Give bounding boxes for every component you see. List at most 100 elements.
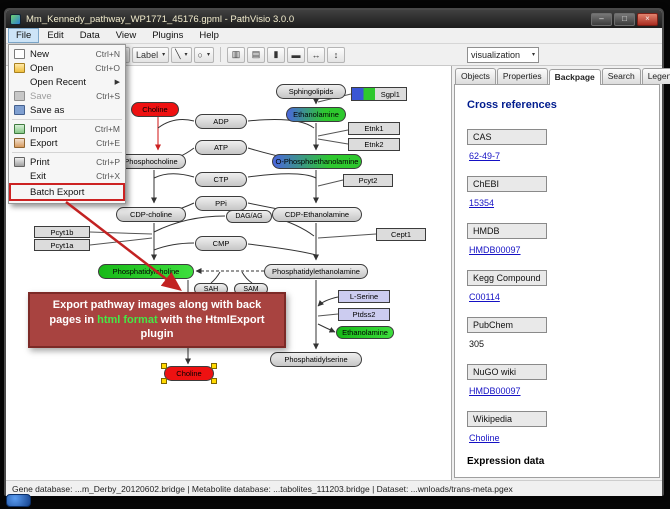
annotation-text: Export pathway images along with back pa… — [49, 298, 265, 341]
pathway-node-dag-ag[interactable]: DAG/AG — [226, 210, 272, 223]
expression-data-title: Expression data — [467, 456, 545, 467]
menu-plugins[interactable]: Plugins — [152, 30, 184, 41]
toolbar-align: ▥▤▮▬↔↕ — [226, 46, 345, 63]
no-icon — [14, 77, 25, 87]
line-tool-button[interactable]: ╲▾ — [171, 46, 192, 63]
selection-handle[interactable] — [211, 363, 217, 369]
pathway-node-phosphocholine[interactable]: Phosphocholine — [116, 154, 186, 169]
selection-handle[interactable] — [211, 378, 217, 384]
selection-handle[interactable] — [161, 378, 167, 384]
close-button[interactable]: × — [637, 12, 658, 26]
pathway-node-phosphatidylserine[interactable]: Phosphatidylserine — [270, 352, 362, 367]
pathway-node-o-phosphoethanolamine[interactable]: O-Phosphoethanolamine — [272, 154, 362, 169]
annotation-highlight: html format — [97, 313, 158, 326]
align-left-button[interactable]: ▮ — [266, 46, 285, 63]
pathway-node-cept1[interactable]: Cept1 — [376, 228, 426, 241]
pathway-node-ethanolamine[interactable]: Ethanolamine — [336, 326, 394, 339]
open-folder-icon — [14, 63, 25, 73]
pathway-node-cmp[interactable]: CMP — [195, 236, 247, 251]
app-icon — [10, 13, 21, 25]
label-tool-button[interactable]: Label▾ — [132, 46, 170, 63]
menu-data[interactable]: Data — [79, 30, 100, 41]
visualization-select[interactable]: visualization ▾ — [467, 46, 539, 63]
xref-source-kegg-compound: Kegg Compound — [467, 270, 547, 286]
pathway-node-ptdss2[interactable]: Ptdss2 — [338, 308, 390, 321]
pathway-node-cdp-choline[interactable]: CDP-choline — [116, 207, 186, 222]
xref-id-link-hmdb00097[interactable]: HMDB00097 — [469, 245, 521, 255]
align-center-x-button[interactable]: ▥ — [226, 46, 245, 63]
pathway-node-cdp-ethanolamine[interactable]: CDP-Ethanolamine — [272, 207, 362, 222]
pathway-node-ethanolamine[interactable]: Ethanolamine — [286, 107, 346, 122]
xref-source-wikipedia: Wikipedia — [467, 411, 547, 427]
menu-help[interactable]: Help — [199, 30, 219, 41]
tab-legend[interactable]: Legend — [641, 68, 670, 84]
xref-id-link-15354[interactable]: 15354 — [469, 198, 495, 208]
xref-id-link-c00114[interactable]: C00114 — [469, 292, 500, 302]
align-center-y-button[interactable]: ▤ — [246, 46, 265, 63]
submenu-arrow-icon: ▶ — [114, 79, 120, 86]
menu-separator — [12, 152, 122, 153]
new-document-icon — [14, 49, 25, 59]
menu-view[interactable]: View — [115, 30, 137, 41]
file-menu-item-open-recent[interactable]: Open Recent▶ — [9, 75, 125, 89]
maximize-button[interactable]: □ — [614, 12, 635, 26]
save-icon — [14, 91, 25, 101]
pathway-node-choline[interactable]: Choline — [164, 366, 214, 381]
expression-color-strip — [352, 88, 375, 100]
save-as-icon — [14, 105, 25, 115]
pathway-node-phosphatidylethanolamine[interactable]: Phosphatidylethanolamine — [264, 264, 368, 279]
pathway-node-ppi[interactable]: PPi — [195, 196, 247, 211]
common-height-button[interactable]: ↕ — [326, 46, 345, 63]
visualization-value: visualization — [471, 49, 521, 60]
xref-id-305: 305 — [469, 339, 485, 349]
menu-separator — [12, 119, 122, 120]
cross-references-title: Cross references — [467, 99, 557, 111]
pathway-node-sgpl1[interactable]: Sgpl1 — [351, 87, 407, 101]
shape-tool-button[interactable]: ○▾ — [193, 46, 214, 63]
xref-id-link-hmdb00097[interactable]: HMDB00097 — [469, 386, 521, 396]
taskbar-fragment[interactable] — [6, 494, 31, 507]
pathway-node-choline[interactable]: Choline — [131, 102, 179, 117]
common-width-button[interactable]: ↔ — [306, 46, 325, 63]
window-title: Mm_Kennedy_pathway_WP1771_45176.gpml - P… — [26, 13, 295, 25]
titlebar[interactable]: Mm_Kennedy_pathway_WP1771_45176.gpml - P… — [6, 10, 662, 28]
file-menu-item-save-as[interactable]: Save as — [9, 103, 125, 117]
tab-backpage[interactable]: Backpage — [548, 69, 601, 85]
pathway-node-atp[interactable]: ATP — [195, 140, 247, 155]
menu-edit[interactable]: Edit — [47, 30, 64, 41]
pathway-node-pcyt2[interactable]: Pcyt2 — [343, 174, 393, 187]
side-panel: ObjectsPropertiesBackpageSearchLegend Cr… — [452, 66, 670, 480]
pathway-node-adp[interactable]: ADP — [195, 114, 247, 129]
chevron-down-icon: ▾ — [531, 52, 535, 58]
chevron-down-icon: ▾ — [162, 52, 166, 58]
menu-file[interactable]: File — [8, 28, 40, 43]
side-tabs: ObjectsPropertiesBackpageSearchLegend — [452, 66, 670, 85]
pathway-node-phosphatidylcholine[interactable]: Phosphatidylcholine — [98, 264, 194, 279]
tab-properties[interactable]: Properties — [496, 68, 548, 84]
xref-id-link-62-49-7[interactable]: 62-49-7 — [469, 151, 501, 161]
file-menu-item-batch-export[interactable]: Batch Export — [9, 183, 125, 201]
pathway-node-pcyt1a[interactable]: Pcyt1a — [34, 239, 90, 251]
pathway-node-ctp[interactable]: CTP — [195, 172, 247, 187]
toolbar-tools: ▭▾Label▾╲▾○▾ — [106, 46, 214, 63]
pathway-node-sphingolipids[interactable]: Sphingolipids — [276, 84, 346, 99]
pathway-node-etnk1[interactable]: Etnk1 — [348, 122, 400, 135]
minimize-button[interactable]: ‒ — [591, 12, 612, 26]
pathway-node-l-serine[interactable]: L-Serine — [338, 290, 390, 303]
xref-id-link-choline[interactable]: Choline — [469, 433, 500, 443]
pathway-node-etnk2[interactable]: Etnk2 — [348, 138, 400, 151]
align-top-button[interactable]: ▬ — [286, 46, 305, 63]
tab-objects[interactable]: Objects — [455, 68, 496, 84]
toolbar: Zoom: 100% ▾ ▭▾Label▾╲▾○▾ ▥▤▮▬↔↕ visuali… — [6, 44, 662, 66]
pathway-node-pcyt1b[interactable]: Pcyt1b — [34, 226, 90, 238]
tab-search[interactable]: Search — [601, 68, 641, 84]
selection-handle[interactable] — [161, 363, 167, 369]
chevron-down-icon: ▾ — [206, 52, 210, 58]
